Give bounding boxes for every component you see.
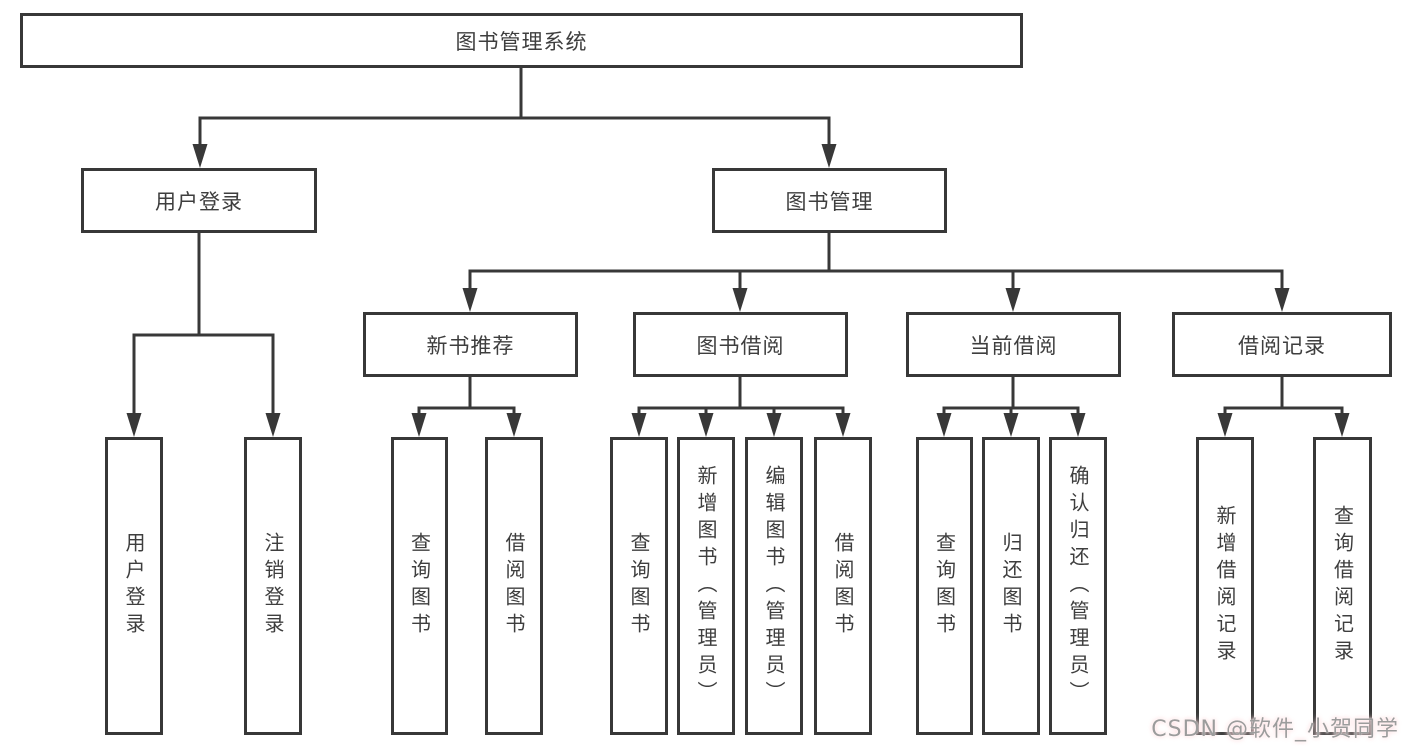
node-label: 编辑图书（管理员） [762,464,786,708]
leaf-user-login: 用户登录 [105,437,163,735]
node-user-login: 用户登录 [81,168,317,233]
leaf-query-books-recommend: 查询图书 [391,437,448,735]
node-label: 借阅图书 [831,532,855,640]
node-label: 图书管理系统 [455,29,588,54]
node-current-borrow: 当前借阅 [906,312,1121,377]
leaf-edit-books-admin: 编辑图书（管理员） [745,437,803,735]
node-label: 查询借阅记录 [1330,505,1355,667]
node-book-management: 图书管理 [712,168,947,233]
node-book-borrow: 图书借阅 [633,312,848,377]
leaf-logout: 注销登录 [244,437,302,735]
leaf-borrow-books-recommend: 借阅图书 [485,437,543,735]
node-label: 借阅记录 [1238,333,1326,358]
leaf-query-borrow-record: 查询借阅记录 [1313,437,1372,735]
node-label: 查询图书 [627,532,651,640]
node-label: 注销登录 [261,532,285,640]
node-label: 查询图书 [932,532,957,640]
node-new-book-recommend: 新书推荐 [363,312,578,377]
node-label: 新增图书（管理员） [694,464,718,708]
node-label: 查询图书 [407,532,432,640]
node-borrow-records: 借阅记录 [1172,312,1392,377]
node-label: 借阅图书 [502,532,526,640]
node-label: 图书管理 [785,189,874,214]
node-label: 图书借阅 [696,333,785,358]
leaf-borrow-books: 借阅图书 [814,437,872,735]
leaf-add-borrow-record: 新增借阅记录 [1196,437,1254,735]
arrowheads [126,144,1350,437]
node-library-management-system: 图书管理系统 [20,13,1023,68]
node-label: 归还图书 [999,532,1023,640]
leaf-return-books: 归还图书 [982,437,1040,735]
csdn-watermark: CSDN @软件_小贺同学 [1151,717,1399,742]
node-label: 用户登录 [155,189,243,214]
node-label: 确认归还（管理员） [1066,464,1090,708]
leaf-query-books-current: 查询图书 [916,437,973,735]
node-label: 新书推荐 [426,333,515,358]
node-label: 用户登录 [122,532,146,640]
leaf-query-books-borrow: 查询图书 [610,437,668,735]
node-label: 当前借阅 [969,333,1058,358]
node-label: 新增借阅记录 [1213,505,1237,667]
leaf-add-books-admin: 新增图书（管理员） [677,437,735,735]
leaf-confirm-return-admin: 确认归还（管理员） [1049,437,1107,735]
